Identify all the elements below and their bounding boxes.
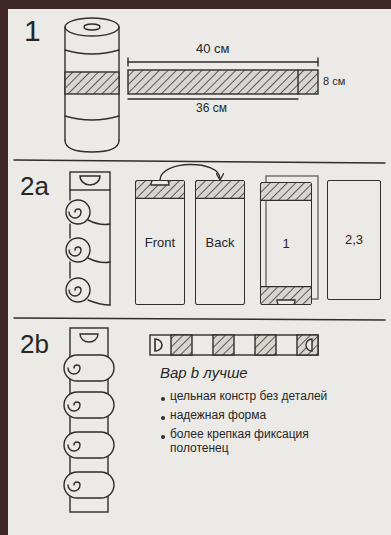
- note-item: более крепкая фиксация полотенец: [170, 428, 320, 456]
- bullet-dot: [161, 435, 165, 439]
- dimension-label: 36 см: [196, 102, 227, 116]
- section-number: 2b: [20, 330, 49, 360]
- panel-box: 1: [260, 182, 312, 305]
- dimension-label: 8 см: [323, 75, 345, 88]
- hatched-band: [136, 181, 184, 199]
- panel-label: Front: [145, 235, 175, 251]
- panel-box: Front: [135, 180, 185, 305]
- panel-label: Back: [206, 235, 235, 251]
- section-number: 2a: [20, 172, 49, 202]
- hatched-band: [196, 181, 244, 199]
- panel-box: Back: [195, 180, 245, 305]
- panel-box: 2,3: [327, 180, 381, 300]
- note-item: цельная констр без деталей: [170, 390, 327, 404]
- note-heading: Вар b лучше: [160, 364, 248, 381]
- note-item: надежная форма: [170, 409, 266, 423]
- hatched-band: [261, 183, 311, 201]
- section-number: 1: [24, 14, 41, 49]
- bullet-dot: [161, 416, 165, 420]
- curved-arrow: [160, 164, 220, 180]
- panel-label: 2,3: [345, 232, 363, 248]
- panel-label: 1: [282, 236, 289, 252]
- dimension-label: 40 см: [196, 42, 230, 57]
- bullet-dot: [161, 397, 165, 401]
- hatched-band: [261, 286, 311, 304]
